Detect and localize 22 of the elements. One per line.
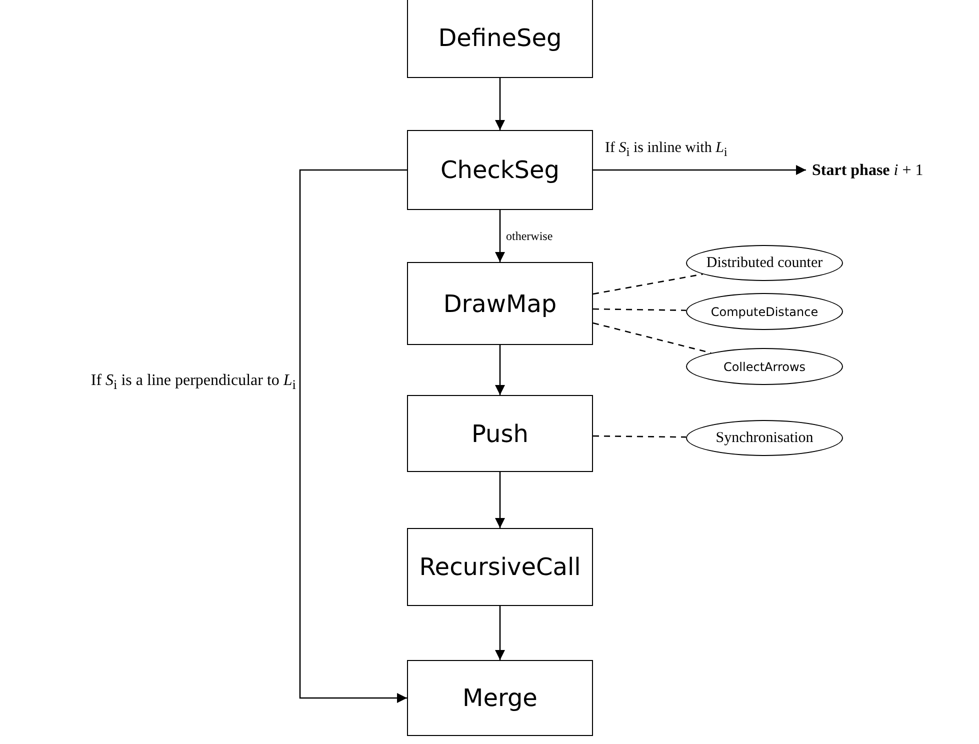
arrow <box>299 169 407 703</box>
dashed-connector <box>593 308 686 311</box>
arrow <box>495 472 505 528</box>
process-box: CheckSeg <box>407 130 593 210</box>
task-ellipse: Distributed counter <box>686 245 843 281</box>
dashed-connector <box>592 322 712 354</box>
arrow <box>495 210 505 262</box>
process-box: RecursiveCall <box>407 528 593 606</box>
dashed-connector <box>592 274 703 295</box>
arrow <box>593 165 806 175</box>
task-ellipse: CollectArrows <box>686 348 843 385</box>
dashed-connector <box>593 435 686 438</box>
process-box: DefineSeg <box>407 0 593 78</box>
task-ellipse: ComputeDistance <box>686 293 843 330</box>
task-ellipse: Synchronisation <box>686 420 843 456</box>
process-box: DrawMap <box>407 262 593 345</box>
process-box: Push <box>407 395 593 472</box>
arrow <box>495 345 505 395</box>
arrow <box>495 78 505 130</box>
process-box: Merge <box>407 660 593 736</box>
target-text: Start phase i + 1 <box>812 158 977 184</box>
arrow <box>495 606 505 660</box>
